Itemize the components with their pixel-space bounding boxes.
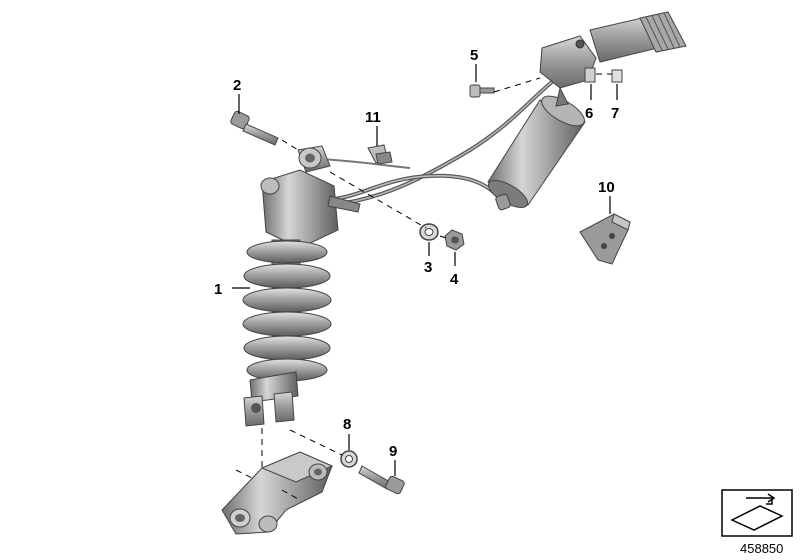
washer-part-3: [419, 223, 439, 241]
callout-8: 8: [343, 416, 351, 433]
linkage-lever: [221, 451, 334, 535]
exploded-view-arrow-icon: [721, 489, 793, 537]
preload-adjuster: [539, 11, 687, 107]
screw-part-5: [469, 84, 495, 98]
bracket-part-10: [579, 213, 631, 265]
bolt-part-9: [358, 465, 405, 495]
coil-spring: [242, 240, 332, 382]
nut-part-4: [444, 229, 465, 251]
callout-11: 11: [365, 109, 381, 126]
callout-1: 1: [214, 281, 222, 298]
reservoir: [487, 95, 586, 211]
knob-ridges: [639, 11, 687, 53]
callout-9: 9: [389, 443, 397, 460]
reference-number: 458850: [740, 541, 783, 556]
callouts: 2 1 11 3 4 5 6 7 10 8 9: [214, 47, 619, 476]
preload-hose: [299, 80, 554, 207]
washer-part-6: [584, 67, 596, 83]
callout-10: 10: [598, 179, 615, 196]
clip-part-11: [367, 144, 393, 165]
callout-6: 6: [585, 105, 593, 122]
washer-part-8: [340, 450, 358, 468]
callout-3: 3: [424, 259, 432, 276]
callout-2: 2: [233, 77, 241, 94]
callout-7: 7: [611, 105, 619, 122]
shock-absorber: [242, 145, 361, 427]
callout-5: 5: [470, 47, 478, 64]
assembly-axes: [235, 73, 612, 501]
nut-part-7: [611, 69, 623, 83]
bolt-part-2: [230, 110, 279, 146]
callout-4: 4: [450, 271, 459, 288]
